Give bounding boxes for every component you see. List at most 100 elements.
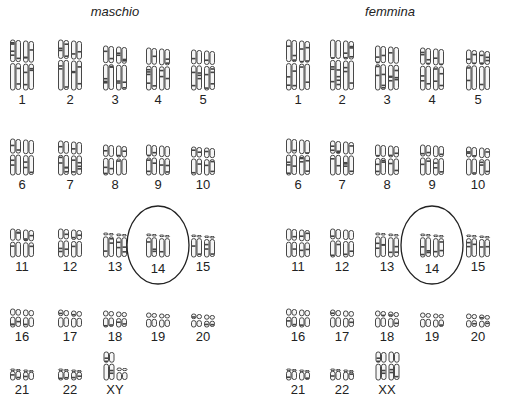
chromatid-arm <box>77 242 82 257</box>
chromosome-band <box>153 152 157 154</box>
chromosome-number: 4 <box>428 92 435 108</box>
chromosome-band <box>78 168 82 170</box>
chromatid-arm <box>349 156 354 175</box>
chromosome-band <box>160 164 164 166</box>
chromosome-band <box>78 234 82 236</box>
chromatid-arm <box>11 139 16 153</box>
chromosome-band <box>11 324 15 326</box>
chromosome-band <box>166 58 170 60</box>
chromosome-pair <box>59 229 82 257</box>
chromosome-band <box>78 66 82 68</box>
chromosome-number: 7 <box>338 177 345 193</box>
chromatid-arm <box>336 60 341 89</box>
chromatid-arm <box>165 236 170 238</box>
chromatid-arm <box>344 311 349 316</box>
circle-outline <box>401 206 463 284</box>
chromatid-arm <box>331 155 336 175</box>
chromosome-band <box>104 82 108 84</box>
chromosome-band <box>24 161 28 163</box>
chromatid-arm <box>64 370 69 372</box>
chromatid-arm <box>160 314 165 318</box>
chromosome-band <box>300 161 304 163</box>
chromatid-arm <box>11 229 16 240</box>
chromatid-arm <box>29 311 34 316</box>
chromosome-band <box>427 250 431 252</box>
chromosome-band <box>147 71 151 73</box>
chromosome-band <box>24 84 28 86</box>
chromatid-arm <box>109 312 114 316</box>
chromatid-arm <box>376 158 381 175</box>
chromosome-band <box>198 75 202 77</box>
chromatid-arm <box>77 312 82 317</box>
chromosome-band <box>24 376 28 378</box>
chromatid-arm <box>472 51 477 64</box>
chromatid-arm <box>376 364 381 380</box>
chromatid-arm <box>16 41 21 62</box>
chromosome-band <box>147 241 151 243</box>
chromosome-band <box>427 63 431 65</box>
chromatid-arm <box>421 313 426 317</box>
chromatid-arm <box>426 319 431 326</box>
chromatid-arm <box>376 145 381 156</box>
chromatid-arm <box>331 40 336 58</box>
chromatid-arm <box>426 158 431 175</box>
chromosome-band <box>293 165 297 167</box>
chromosome-number: XX <box>378 382 395 398</box>
chromatid-arm <box>331 371 336 380</box>
chromatid-arm <box>16 370 21 372</box>
chromatid-arm <box>64 318 69 327</box>
chromatid-arm <box>434 235 439 237</box>
chromatid-arm <box>122 159 127 175</box>
chromatid-arm <box>300 41 305 62</box>
chromosome-band <box>78 51 82 53</box>
chromosome-band <box>390 369 394 371</box>
chromosome-number: 21 <box>291 382 305 398</box>
chromosome-band <box>30 172 34 174</box>
chromosome-band <box>17 232 21 234</box>
chromosome-band <box>427 152 431 154</box>
chromatid-arm <box>292 64 297 90</box>
chromatid-arm <box>287 242 292 257</box>
chromatid-arm <box>147 234 152 236</box>
chromosome-band <box>192 245 196 247</box>
chromatid-arm <box>344 142 349 154</box>
chromosome-pair <box>287 40 310 90</box>
chromosome-number: 1 <box>294 92 301 108</box>
chromosome-band <box>104 150 108 152</box>
chromosome-band <box>211 324 215 326</box>
chromatid-arm <box>305 372 310 379</box>
chromosome-band <box>287 76 291 78</box>
chromosome-number: 10 <box>196 177 210 193</box>
chromosome-band <box>123 251 127 253</box>
chromosome-number: 5 <box>199 92 206 108</box>
chromosome-band <box>198 253 202 255</box>
chromatid-arm <box>300 230 305 241</box>
chromosome-band <box>486 57 490 59</box>
chromatid-arm <box>72 318 77 327</box>
chromatid-arm <box>210 237 215 239</box>
chromosome-band <box>147 155 151 157</box>
chromosome-band <box>78 83 82 85</box>
chromosome-number: 6 <box>18 177 25 193</box>
chromosome-band <box>205 59 209 61</box>
chromosome-band <box>123 87 127 89</box>
chromatid-arm <box>59 241 64 257</box>
chromosome-band <box>59 146 63 148</box>
chromosome-band <box>287 84 291 86</box>
chromatid-arm <box>480 236 485 238</box>
chromosome-band <box>382 372 386 374</box>
chromosome-number: 7 <box>66 177 73 193</box>
chromosome-band <box>480 164 484 166</box>
highlight-circle: 14 <box>400 205 464 285</box>
chromosome-band <box>486 246 490 248</box>
chromosome-number: 15 <box>196 259 210 275</box>
chromatid-arm <box>381 47 386 63</box>
chromatid-arm <box>376 311 381 316</box>
chromatid-arm <box>205 315 210 319</box>
chromosome-band <box>486 60 490 62</box>
chromatid-arm <box>421 158 426 175</box>
chromosome-band <box>211 171 215 173</box>
chromosome-pair <box>192 314 215 327</box>
chromatid-arm <box>210 240 215 257</box>
chromosome-number: 6 <box>294 177 301 193</box>
